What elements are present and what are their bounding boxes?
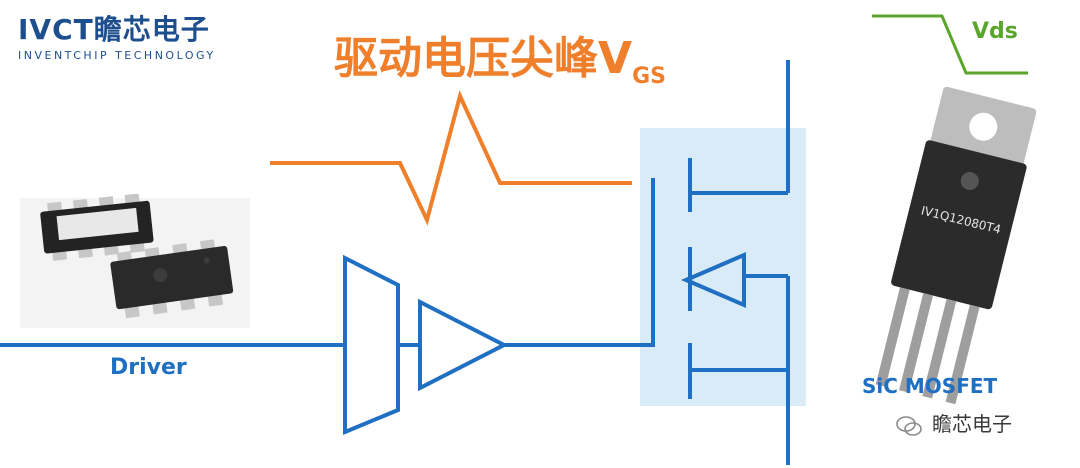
sic-mosfet-label: SiC MOSFET	[862, 374, 998, 398]
wechat-icon	[896, 415, 922, 436]
driver-label: Driver	[110, 355, 187, 380]
buffer-triangle-symbol	[418, 298, 509, 392]
gate-highlight-box	[640, 128, 806, 406]
vds-label: Vds	[972, 19, 1018, 44]
watermark: 瞻芯电子	[896, 408, 1012, 437]
driver-block-symbol	[343, 254, 400, 435]
title-subscript: GS	[632, 64, 666, 89]
gate-drive-line	[504, 178, 655, 347]
watermark-text: 瞻芯电子	[932, 412, 1012, 436]
title-main-text: 驱动电压尖峰V	[334, 33, 633, 84]
driver-ic-picture	[20, 193, 250, 328]
company-logo: IVCT瞻芯电子 INVENTCHIP TECHNOLOGY	[18, 8, 216, 62]
sic-mosfet-package-picture: IV1Q12080T4	[875, 86, 1037, 405]
vds-waveform	[872, 14, 1028, 75]
diagram-title: 驱动电压尖峰VGS	[334, 22, 666, 89]
vgs-spike-waveform	[270, 90, 632, 226]
logo-sub-text: INVENTCHIP TECHNOLOGY	[18, 49, 216, 62]
body-diode-arrow	[680, 251, 746, 309]
logo-main-text: IVCT瞻芯电子	[18, 13, 210, 46]
